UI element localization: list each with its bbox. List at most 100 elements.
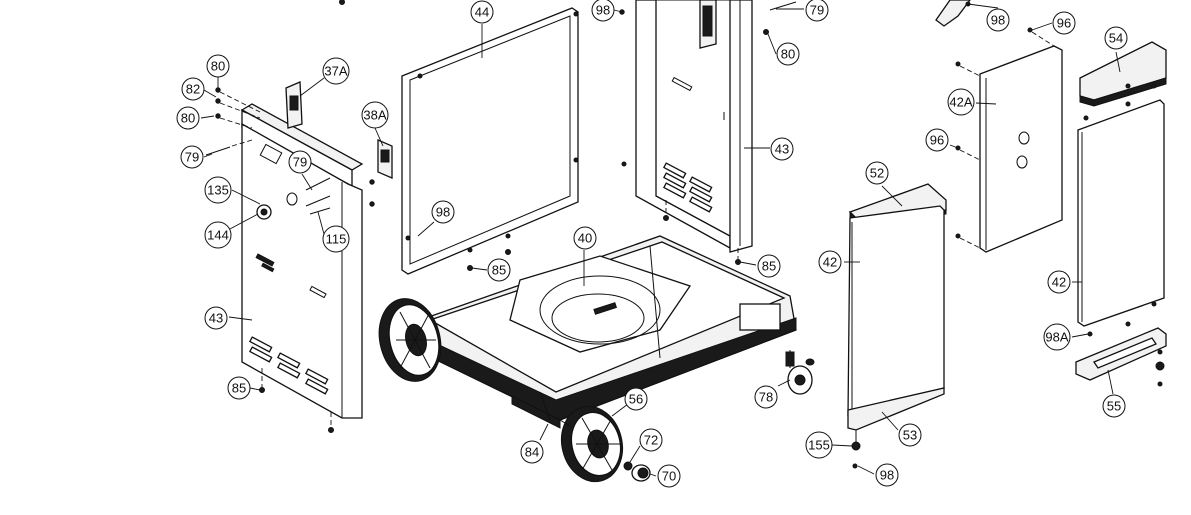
callout-98: 98	[986, 8, 1010, 32]
callout-label: 42	[1052, 275, 1066, 290]
callout-label: 135	[207, 183, 229, 198]
callout-78: 78	[754, 385, 778, 409]
callout-53: 53	[898, 423, 922, 447]
callout-label: 43	[775, 142, 789, 157]
top-bracket-fragment	[339, 0, 971, 27]
callout-label: 155	[808, 438, 830, 453]
callout-circle	[657, 464, 681, 488]
right-door	[1075, 41, 1167, 387]
callout-79: 79	[288, 150, 312, 174]
callout-circle	[591, 0, 615, 22]
callout-72: 72	[639, 428, 663, 452]
callout-80: 80	[176, 106, 200, 130]
callout-label: 78	[759, 390, 773, 405]
callout-54: 54	[1104, 26, 1128, 50]
callout-98A: 98A	[1043, 323, 1071, 351]
callout-circle	[322, 57, 350, 85]
callout-115: 115	[322, 225, 350, 253]
callout-circle	[573, 226, 597, 250]
callout-circle	[206, 54, 230, 78]
callout-label: 53	[903, 428, 917, 443]
callout-98: 98	[591, 0, 615, 22]
callout-84: 84	[520, 440, 544, 464]
right-side-panel	[619, 0, 797, 265]
callout-label: 80	[181, 111, 195, 126]
callout-circle	[865, 161, 889, 185]
callout-label: 82	[186, 82, 200, 97]
callout-96: 96	[1052, 11, 1076, 35]
callout-label: 98	[436, 205, 450, 220]
callout-circle	[898, 423, 922, 447]
callout-42: 42	[1047, 270, 1071, 294]
callout-label: 96	[1057, 16, 1071, 31]
callout-label: 96	[930, 133, 944, 148]
callout-circle	[204, 306, 228, 330]
callout-circle	[875, 463, 899, 487]
callout-label: 98	[991, 13, 1005, 28]
front-door	[847, 183, 947, 469]
callout-label: 79	[810, 3, 824, 18]
callout-label: 80	[211, 59, 225, 74]
callout-98: 98	[431, 200, 455, 224]
callout-label: 54	[1109, 31, 1123, 46]
callout-circle	[176, 106, 200, 130]
callout-38A: 38A	[361, 101, 389, 129]
callout-label: 70	[662, 469, 676, 484]
callout-circle	[624, 387, 648, 411]
callout-98: 98	[875, 463, 899, 487]
callout-label: 80	[781, 47, 795, 62]
callout-circle	[470, 0, 494, 24]
callout-circle	[947, 88, 975, 116]
callout-label: 55	[1107, 399, 1121, 414]
callout-label: 52	[870, 166, 884, 181]
callout-label: 85	[762, 259, 776, 274]
callout-circle	[180, 145, 204, 169]
callout-label: 37A	[324, 64, 347, 79]
callout-55: 55	[1102, 394, 1126, 418]
callout-circle	[1102, 394, 1126, 418]
callout-circle	[770, 137, 794, 161]
callout-70: 70	[657, 464, 681, 488]
callout-circle	[1047, 270, 1071, 294]
callout-label: 85	[492, 263, 506, 278]
door-42a	[955, 27, 1063, 253]
callout-144: 144	[204, 221, 232, 249]
callout-42: 42	[818, 250, 842, 274]
callout-79: 79	[180, 145, 204, 169]
rear-left-wheel	[378, 298, 442, 382]
callout-label: 98	[880, 468, 894, 483]
callout-label: 79	[293, 155, 307, 170]
callout-37A: 37A	[322, 57, 350, 85]
callout-label: 72	[644, 433, 658, 448]
callout-circle	[204, 176, 232, 204]
callout-circle	[181, 77, 205, 101]
callout-circle	[204, 221, 232, 249]
callout-135: 135	[204, 176, 232, 204]
front-wheel	[559, 405, 624, 483]
callout-label: 85	[232, 381, 246, 396]
callout-96: 96	[925, 128, 949, 152]
callout-circle	[818, 250, 842, 274]
callout-44: 44	[470, 0, 494, 24]
callout-circle	[288, 150, 312, 174]
callout-circle	[754, 385, 778, 409]
callout-label: 44	[475, 5, 489, 20]
callout-label: 56	[629, 392, 643, 407]
callout-label: 43	[209, 311, 223, 326]
callout-79: 79	[805, 0, 829, 22]
callout-42A: 42A	[947, 88, 975, 116]
callout-circle	[1043, 323, 1071, 351]
callout-85: 85	[227, 376, 251, 400]
callout-label: 42	[823, 255, 837, 270]
callout-52: 52	[865, 161, 889, 185]
callout-circle	[986, 8, 1010, 32]
callout-40: 40	[573, 226, 597, 250]
callout-circle	[805, 0, 829, 22]
callout-circle	[520, 440, 544, 464]
callout-155: 155	[805, 431, 833, 459]
callout-circle	[805, 431, 833, 459]
callout-circle	[431, 200, 455, 224]
callout-circle	[925, 128, 949, 152]
callout-label: 144	[207, 228, 229, 243]
callout-label: 42A	[949, 95, 972, 110]
